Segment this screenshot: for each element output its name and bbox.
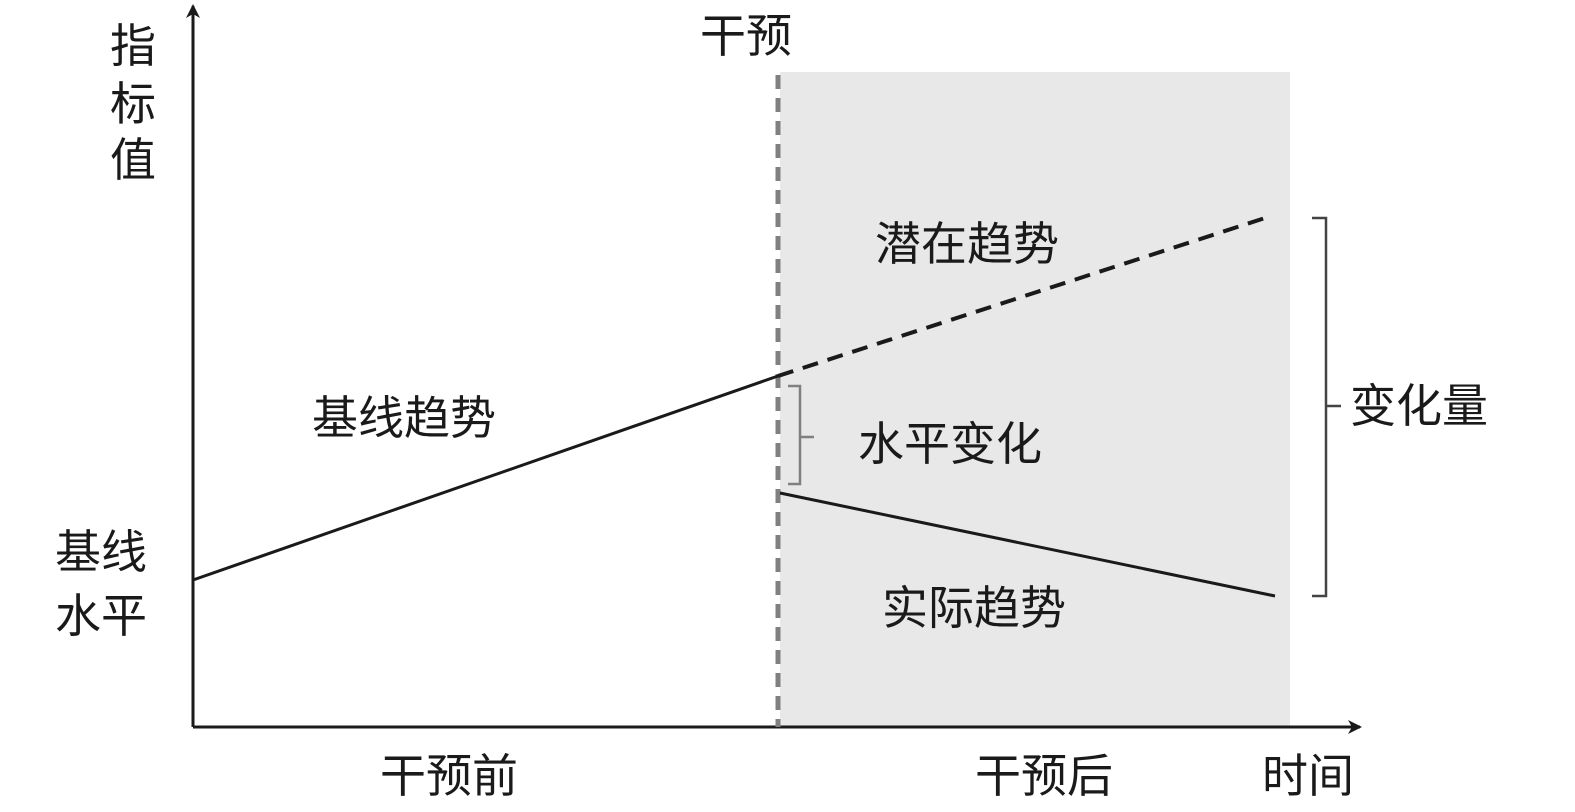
change-amount-bracket (1312, 216, 1341, 598)
baseline-level-label-2: 水平 (55, 589, 147, 643)
baseline-trend-label: 基线趋势 (312, 391, 496, 445)
baseline-trend-line (192, 374, 779, 582)
potential-trend-label: 潜在趋势 (875, 217, 1059, 271)
level-change-label: 水平变化 (858, 417, 1042, 471)
potential-trend-line (777, 216, 1266, 378)
actual-trend-label: 实际趋势 (882, 581, 1066, 635)
change-amount-label: 变化量 (1350, 379, 1488, 433)
y-axis-label-3: 值 (110, 133, 156, 187)
level-change-bracket (788, 384, 814, 486)
y-axis-label-2: 标 (110, 77, 156, 131)
intervention-label: 干预 (700, 9, 792, 63)
x-axis-label: 时间 (1262, 749, 1354, 803)
baseline-level-label-1: 基线 (55, 525, 147, 579)
actual-trend-line (779, 491, 1276, 598)
pre-intervention-label: 干预前 (380, 749, 518, 803)
post-intervention-shade (780, 72, 1290, 727)
post-intervention-label: 干预后 (975, 749, 1113, 803)
y-axis-label-1: 指 (110, 19, 156, 73)
